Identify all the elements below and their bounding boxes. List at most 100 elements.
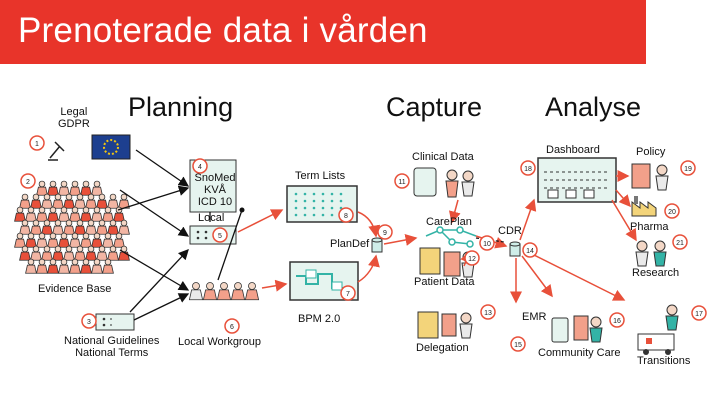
person-icon: [230, 282, 246, 301]
careplan-network-icon: [425, 226, 477, 248]
step-marker-3: 3: [81, 313, 97, 329]
step-marker-label: 18: [524, 166, 532, 173]
step-marker-label: 11: [398, 179, 405, 186]
step-marker-11: 11: [394, 173, 410, 189]
local-workgroup-people: [188, 282, 260, 301]
delegation-docs: [417, 311, 473, 339]
person-icon: [74, 219, 86, 235]
step-marker-12: 12: [464, 250, 480, 266]
person-icon: [85, 245, 97, 261]
person-icon: [80, 258, 92, 274]
step-marker-label: 13: [484, 310, 492, 317]
person-icon: [118, 219, 130, 235]
person-icon: [36, 258, 48, 274]
person-icon: [102, 258, 114, 274]
step-marker-19: 19: [680, 160, 696, 176]
person-icon: [25, 232, 37, 248]
person-icon: [47, 180, 59, 196]
step-marker-label: 1: [35, 141, 39, 148]
person-icon: [58, 180, 70, 196]
person-icon: [52, 245, 64, 261]
section-analyse: Analyse: [545, 92, 642, 122]
person-icon: [188, 282, 204, 301]
step-marker-21: 21: [672, 234, 688, 250]
step-marker-label: 21: [676, 240, 684, 247]
person-icon: [19, 245, 31, 261]
person-icon: [91, 232, 103, 248]
person-icon: [74, 245, 86, 261]
label-delegation: Delegation: [416, 342, 469, 354]
step-marker-13: 13: [480, 304, 496, 320]
person-icon: [244, 282, 260, 301]
label-evidence-base: Evidence Base: [38, 283, 112, 295]
label-local: Local: [198, 212, 225, 224]
person-icon: [80, 180, 92, 196]
guidelines-doc-icon: [95, 313, 135, 331]
person-icon: [74, 193, 86, 209]
person-icon: [47, 258, 59, 274]
step-marker-16: 16: [609, 312, 625, 328]
person-icon: [91, 258, 103, 274]
label-snomed: SnoMed KVÅ ICD 10: [194, 172, 236, 208]
person-icon: [118, 245, 130, 261]
person-icon: [63, 245, 75, 261]
step-marker-label: 3: [87, 319, 91, 326]
section-capture: Capture: [386, 92, 483, 122]
label-cdr: CDR: [498, 225, 522, 237]
person-icon: [91, 180, 103, 196]
person-icon: [107, 219, 119, 235]
step-marker-9: 9: [377, 224, 393, 240]
step-marker-4: 4: [192, 158, 208, 174]
label-patient-data: Patient Data: [414, 276, 475, 288]
person-icon: [58, 258, 70, 274]
person-icon: [85, 219, 97, 235]
policy-icons: [631, 163, 669, 191]
label-bpm: BPM 2.0: [298, 313, 341, 325]
person-icon: [36, 232, 48, 248]
flow-arrows: [237, 170, 637, 304]
step-marker-label: 5: [218, 233, 222, 240]
person-icon: [216, 282, 232, 301]
label-legal-gdpr: Legal GDPR: [58, 106, 90, 130]
step-marker-10: 10: [479, 235, 495, 251]
step-marker-14: 14: [522, 242, 538, 258]
step-marker-label: 6: [230, 324, 234, 331]
person-icon: [107, 245, 119, 261]
person-icon: [69, 180, 81, 196]
person-icon: [36, 180, 48, 196]
clinical-data-devices: [413, 167, 475, 198]
step-marker-7: 7: [340, 285, 356, 301]
cdr-database-icon: [509, 241, 521, 257]
person-icon: [19, 193, 31, 209]
community-care-devices: [551, 315, 603, 343]
person-icon: [69, 258, 81, 274]
person-icon: [36, 206, 48, 222]
step-marker-label: 8: [344, 213, 348, 220]
label-clinical-data: Clinical Data: [412, 151, 474, 163]
person-icon: [52, 193, 64, 209]
step-marker-6: 6: [224, 318, 240, 334]
step-marker-label: 2: [26, 179, 30, 186]
person-icon: [58, 206, 70, 222]
eu-flag-icon: [91, 134, 131, 160]
person-icon: [69, 206, 81, 222]
person-icon: [14, 232, 26, 248]
step-marker-label: 15: [514, 342, 522, 349]
label-dashboard: Dashboard: [546, 144, 600, 156]
step-marker-2: 2: [20, 173, 36, 189]
step-marker-label: 14: [526, 248, 534, 255]
person-icon: [96, 219, 108, 235]
label-term-lists: Term Lists: [295, 170, 346, 182]
person-icon: [113, 232, 125, 248]
step-marker-label: 7: [346, 291, 350, 298]
person-icon: [19, 219, 31, 235]
step-marker-label: 4: [198, 164, 202, 171]
person-icon: [14, 206, 26, 222]
person-icon: [41, 245, 53, 261]
person-icon: [80, 206, 92, 222]
person-icon: [96, 245, 108, 261]
person-icon: [96, 193, 108, 209]
person-icon: [47, 232, 59, 248]
step-marker-1: 1: [29, 135, 45, 151]
